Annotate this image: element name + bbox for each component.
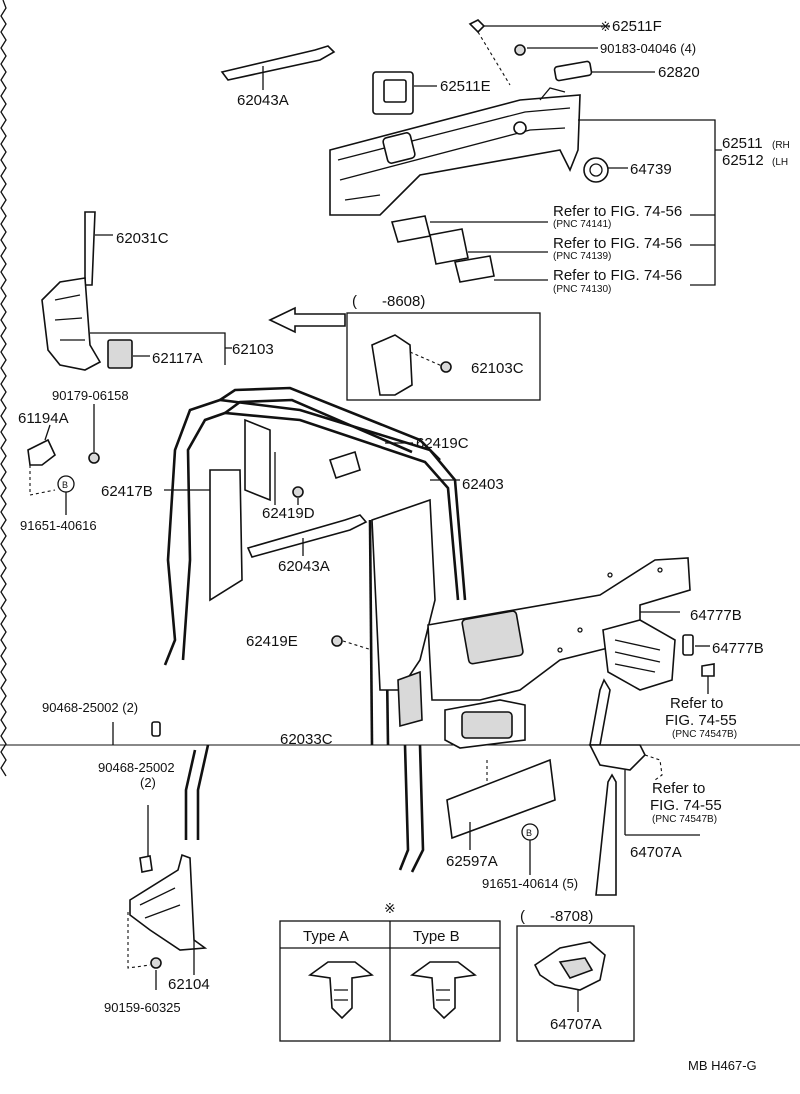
door-pillar-lower	[398, 744, 425, 873]
label-90159-60325: 90159-60325	[104, 1000, 181, 1015]
knob-64739	[583, 157, 628, 183]
ref-label-2: Refer to FIG. 74-56	[553, 235, 682, 252]
part-62820	[553, 60, 655, 82]
label-62511E: 62511E	[440, 78, 491, 95]
pillar-trim-62031C	[84, 211, 113, 286]
label-62512-side: (LH	[772, 157, 788, 168]
ref-label-5: Refer to	[652, 780, 705, 797]
ref-label-3: Refer to FIG. 74-56	[553, 267, 682, 284]
type-table	[279, 920, 501, 1042]
handle-64707A	[588, 744, 700, 836]
ref-pnc-5: (PNC 74547B)	[652, 814, 717, 825]
clip-type-a-drawing	[307, 961, 374, 1020]
label-90183-04046: 90183-04046 (4)	[600, 41, 696, 56]
label-64707A-1: 64707A	[630, 844, 682, 861]
label-64739: 64739	[630, 161, 672, 178]
label-62103C: 62103C	[471, 360, 524, 377]
inset-8708	[516, 925, 635, 1042]
trim-62103	[41, 277, 232, 371]
label-62103: 62103	[232, 341, 274, 358]
label-90468-25002-2-qty: (2)	[140, 775, 156, 790]
clip-74141	[390, 215, 548, 243]
label-62031C: 62031C	[116, 230, 169, 247]
label-61194A: 61194A	[18, 410, 69, 427]
label-62043A-top: 62043A	[237, 92, 289, 109]
label-90179-06158: 90179-06158	[52, 388, 129, 403]
bracket-61194A	[27, 404, 100, 515]
ref-pnc-3: (PNC 74130)	[553, 284, 611, 295]
ref-label-1: Refer to FIG. 74-56	[553, 203, 682, 220]
weatherstrip-62033C	[184, 744, 210, 840]
clip-90468-25002	[112, 721, 161, 873]
inset-range-8608: ( -8608)	[352, 293, 425, 310]
label-91651-40614: 91651-40614 (5)	[482, 876, 578, 891]
label-62104: 62104	[168, 976, 210, 993]
label-62597A: 62597A	[446, 853, 498, 870]
label-91651-40616: 91651-40616	[20, 518, 97, 533]
arrow-to-inset	[268, 306, 346, 334]
label-62403: 62403	[462, 476, 504, 493]
diagram-code: MB H467-G	[688, 1058, 757, 1073]
label-64777B-1: 64777B	[690, 607, 742, 624]
ref-pnc-1: (PNC 74141)	[553, 219, 611, 230]
clip-62419E	[331, 635, 373, 651]
rod-62043A-top	[220, 45, 336, 90]
ref-label-4: Refer to	[670, 695, 723, 712]
grille-64777B	[602, 619, 715, 691]
nut-90183-04046	[514, 44, 598, 56]
clip-74130	[454, 255, 548, 283]
ref-pnc-2: (PNC 74139)	[553, 251, 611, 262]
label-62117A: 62117A	[152, 350, 203, 367]
trim-62104	[127, 853, 208, 990]
label-62511-side: (RH	[772, 140, 790, 151]
label-62419E: 62419E	[246, 633, 298, 650]
arrow-up-2	[595, 773, 617, 896]
arrow-up-1	[589, 678, 611, 746]
label-90468-25002-1: 90468-25002 (2)	[42, 700, 138, 715]
lamp-housing	[444, 699, 526, 749]
inset-range-8708: ( -8708)	[520, 908, 593, 925]
weatherstrip-frame	[163, 386, 467, 746]
label-type-a: Type A	[303, 928, 349, 945]
label-62043A-mid: 62043A	[278, 558, 330, 575]
bolt-marker-b1: B	[62, 480, 68, 490]
back-door-trim-62511	[329, 87, 581, 216]
label-90468-25002-2: 90468-25002	[98, 760, 175, 775]
label-62419C: 62419C	[416, 435, 469, 452]
label-62511F: 62511F	[612, 18, 662, 35]
clip-type-b-drawing	[409, 961, 477, 1020]
screw-62511F	[468, 19, 610, 86]
plate-62597A	[446, 758, 556, 875]
label-type-b: Type B	[413, 928, 460, 945]
ref-label-4b: FIG. 74-55	[665, 712, 737, 729]
inset-8608	[346, 312, 541, 401]
type-mark: ※	[600, 19, 611, 34]
label-62820: 62820	[658, 64, 700, 81]
rod-62043A-mid	[246, 514, 368, 558]
tear-edge	[0, 0, 7, 777]
label-62512: 62512	[722, 152, 764, 169]
label-62511: 62511	[722, 135, 763, 152]
label-64777B-2: 64777B	[712, 640, 764, 657]
bolt-marker-b2: B	[526, 828, 532, 838]
label-62419D: 62419D	[262, 505, 315, 522]
label-62417B: 62417B	[101, 483, 153, 500]
label-62033C: 62033C	[280, 731, 333, 748]
clip-74139	[429, 228, 548, 265]
ref-pnc-4: (PNC 74547B)	[672, 729, 737, 740]
ref-label-5b: FIG. 74-55	[650, 797, 722, 814]
label-64707A-2: 64707A	[550, 1016, 602, 1033]
cup-62511E	[372, 71, 437, 115]
type-table-mark: ※	[384, 900, 396, 916]
